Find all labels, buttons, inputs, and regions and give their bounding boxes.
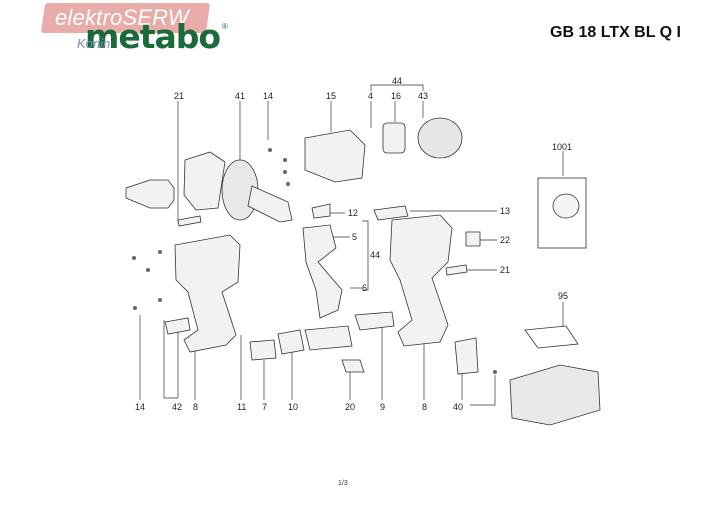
callout-8a: 8 [193,402,198,412]
screw [132,256,136,260]
parts [125,117,601,426]
part-7 [249,339,277,361]
callout-21b: 21 [500,265,510,275]
gearbox-part [304,129,366,183]
screw [133,306,137,310]
part-10 [277,329,305,355]
screw [158,250,162,254]
switch-part [302,224,343,319]
watermark-text: elektroSERW [55,5,189,30]
callout-5: 5 [352,232,357,242]
callout-12: 12 [348,208,358,218]
callout-20: 20 [345,402,355,412]
housing-right-part [389,214,453,347]
callout-4: 4 [368,91,373,101]
callout-21a: 21 [174,91,184,101]
screw [268,148,272,152]
callout-9: 9 [380,402,385,412]
callout-15: 15 [326,91,336,101]
callout-8b: 8 [422,402,427,412]
watermark-subtext: Konin [77,36,111,51]
part-95 [524,325,579,349]
belt-hook-part [454,337,479,375]
part-1001-detail [552,193,580,219]
screw [146,268,150,272]
battery-interface-part [304,325,353,351]
brand-logo: metabo [85,17,221,56]
callout-14a: 14 [263,91,273,101]
callout-11: 11 [237,402,246,412]
callout-95: 95 [558,291,568,301]
callout-22: 22 [500,235,510,245]
callout-41: 41 [235,91,245,101]
part-12 [311,203,331,219]
housing-left-part [174,234,241,353]
part-21b [445,264,468,276]
callout-13: 13 [500,206,510,216]
motor-plate-part [382,122,406,154]
battery-pack-part [509,364,601,426]
chuck-part [125,179,175,209]
page-number: 1/3 [338,480,348,487]
callout-7: 7 [262,402,267,412]
part-42 [164,317,191,335]
callout-6: 6 [362,283,367,293]
screws [132,148,497,374]
part-13 [373,205,409,221]
gear-housing-part [183,151,226,211]
callout-44b: 44 [370,250,380,260]
callout-40: 40 [453,402,463,412]
callout-1001: 1001 [552,142,572,152]
callout-14b: 14 [135,402,145,412]
model-title: GB 18 LTX BL Q I [550,24,681,41]
callout-42: 42 [172,402,182,412]
callout-44a: 44 [392,76,402,86]
part-20 [341,359,365,373]
part-21a [177,215,202,227]
callout-43: 43 [418,91,428,101]
callout-16: 16 [391,91,401,101]
part-22 [465,231,481,247]
registered-mark: ® [222,22,228,31]
callout-10: 10 [288,402,298,412]
screw [283,170,287,174]
motor-stator-part [417,117,463,159]
screw [493,370,497,374]
screw [286,182,290,186]
screw [158,298,162,302]
part-9 [354,311,395,331]
side-handle-grip [247,185,293,223]
screw [283,158,287,162]
